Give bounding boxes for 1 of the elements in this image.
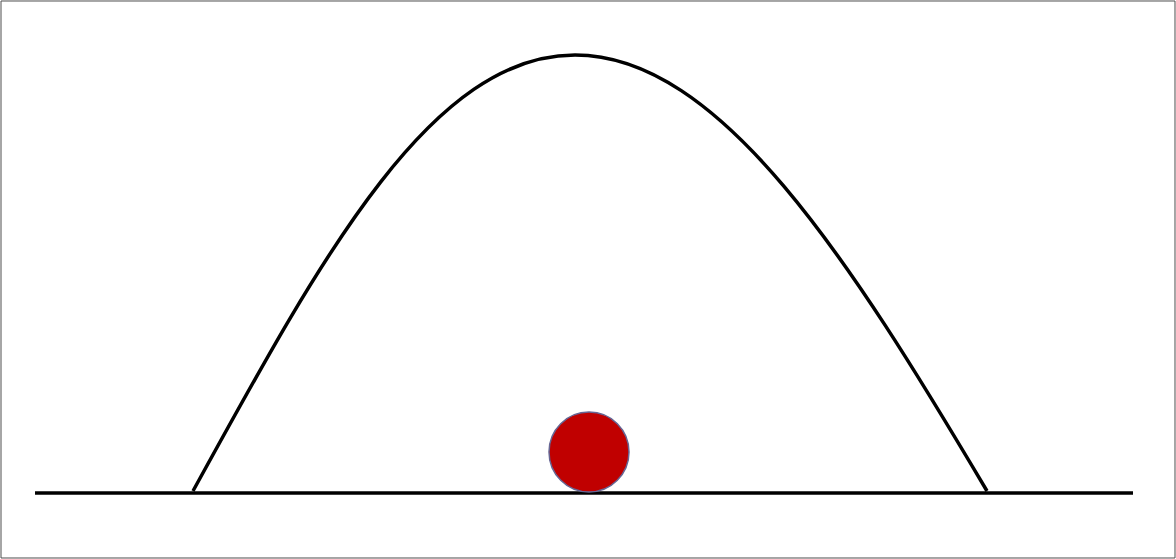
ball bbox=[548, 411, 630, 493]
